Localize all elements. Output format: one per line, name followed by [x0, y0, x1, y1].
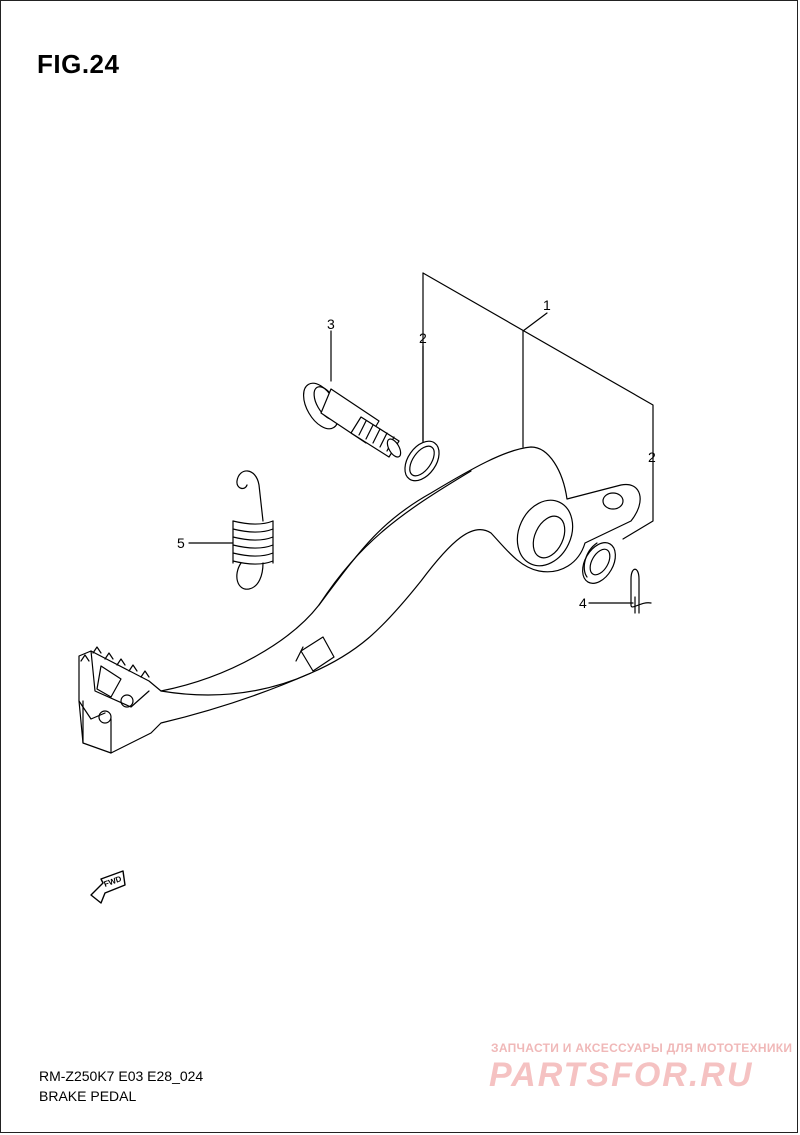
- seal-part-2a: [404, 440, 440, 482]
- seal-part-2b: [582, 542, 616, 584]
- callout-3: 3: [327, 316, 335, 332]
- callout-1: 1: [543, 297, 551, 313]
- model-code: RM-Z250K7 E03 E28_024: [39, 1068, 204, 1084]
- section-name: BRAKE PEDAL: [39, 1088, 137, 1104]
- brake-pedal-part-1: [78, 446, 641, 754]
- callout-5: 5: [177, 535, 185, 551]
- clip-part-4: [630, 568, 652, 614]
- figure-title: FIG.24: [37, 49, 120, 79]
- leader-bracket-1: [422, 272, 654, 540]
- leader-line-1-mid: [522, 312, 548, 448]
- watermark-tagline: ЗАПЧАСТИ И АКСЕССУАРЫ ДЛЯ МОТОТЕХНИКИ: [491, 1041, 793, 1055]
- fwd-arrow-icon: [90, 870, 126, 904]
- pivot-bolt-part-3: [302, 382, 402, 458]
- callout-4: 4: [579, 595, 587, 611]
- callout-2a: 2: [419, 330, 427, 346]
- watermark-logo: PARTSFOR.RU: [489, 1056, 754, 1094]
- callout-2b: 2: [648, 449, 656, 465]
- spring-part-5: [232, 470, 274, 590]
